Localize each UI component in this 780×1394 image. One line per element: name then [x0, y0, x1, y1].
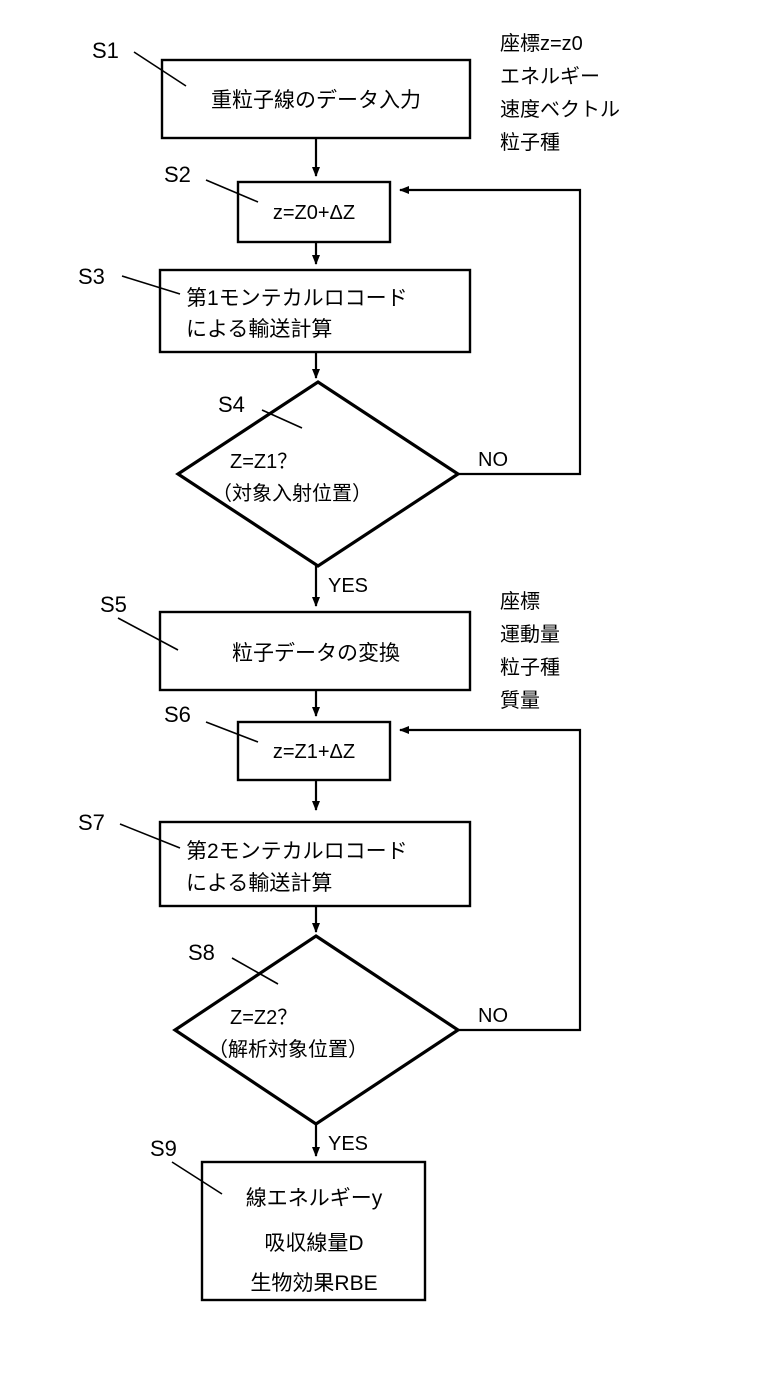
s3-text-line-1: 第1モンテカルロコード — [186, 287, 408, 310]
s3-step-label: S3 — [78, 264, 105, 289]
s6-text-line-1: z=Z1+ΔZ — [273, 741, 355, 763]
node-s2[interactable]: z=Z0+ΔZ — [236, 180, 392, 244]
s4-text-line-1: Z=Z1？ — [230, 451, 297, 473]
node-s7[interactable]: 第2モンテカルロコード による輸送計算 — [158, 820, 472, 908]
connector-s4-no-loop — [399, 186, 582, 476]
connector-s8-no-loop — [399, 726, 582, 1032]
s7-callout: S7 — [78, 810, 181, 849]
s4-no-label: NO — [478, 449, 508, 471]
s6-step-label: S6 — [164, 702, 191, 727]
s3-leader-line — [121, 275, 181, 295]
s7-text-line-2: による輸送計算 — [186, 872, 332, 895]
s4-leader-line — [261, 409, 303, 429]
s8-diamond[interactable] — [172, 934, 461, 1126]
s4-callout: S4 — [218, 392, 303, 429]
s8-callout: S8 — [188, 940, 279, 985]
input-note-line-1: 座標z=z0 — [500, 32, 583, 55]
input-note-line-4: 粒子種 — [500, 131, 560, 154]
convert-note-line-2: 運動量 — [500, 623, 560, 646]
s5-text-line-1: 粒子データの変換 — [232, 642, 400, 665]
s1-leader-line — [133, 51, 187, 87]
annotation-convert-note: 座標 運動量 粒子種 質量 — [500, 590, 560, 712]
s9-leader-line — [171, 1161, 223, 1195]
convert-note-line-4: 質量 — [500, 689, 540, 712]
s5-callout: S5 — [100, 592, 179, 651]
s6-box[interactable] — [236, 720, 392, 782]
s4-text-line-2: （対象入射位置） — [212, 482, 372, 505]
node-s8[interactable]: Z=Z2？ （解析対象位置） — [172, 934, 461, 1126]
s9-text-line-2: 吸収線量D — [264, 1232, 363, 1255]
s4-step-label: S4 — [218, 392, 245, 417]
s7-step-label: S7 — [78, 810, 105, 835]
s7-text-line-1: 第2モンテカルロコード — [186, 840, 408, 863]
s2-box[interactable] — [236, 180, 392, 244]
s9-text-line-3: 生物効果RBE — [250, 1272, 377, 1295]
node-s9[interactable]: 線エネルギーy 吸収線量D 生物効果RBE — [200, 1160, 427, 1302]
input-note-line-3: 速度ベクトル — [500, 98, 620, 121]
s6-callout: S6 — [164, 702, 259, 743]
s4-diamond[interactable] — [175, 380, 461, 568]
s8-text-line-1: Z=Z2？ — [230, 1007, 297, 1029]
convert-note-line-1: 座標 — [500, 590, 540, 613]
s8-step-label: S8 — [188, 940, 215, 965]
s3-callout: S3 — [78, 264, 181, 295]
s8-yes-label: YES — [328, 1133, 368, 1155]
s4-yes-label: YES — [328, 575, 368, 597]
node-s6[interactable]: z=Z1+ΔZ — [236, 720, 392, 782]
convert-note-line-3: 粒子種 — [500, 656, 560, 679]
s3-text-line-2: による輸送計算 — [186, 318, 332, 341]
s5-step-label: S5 — [100, 592, 127, 617]
s2-callout: S2 — [164, 162, 259, 203]
annotation-input-note: 座標z=z0 エネルギー 速度ベクトル 粒子種 — [500, 32, 620, 154]
s8-no-label: NO — [478, 1005, 508, 1027]
node-s4[interactable]: Z=Z1？ （対象入射位置） — [175, 380, 461, 568]
s9-box[interactable] — [200, 1160, 427, 1302]
node-s1[interactable]: 重粒子線のデータ入力 — [160, 58, 472, 140]
s9-callout: S9 — [150, 1136, 223, 1195]
node-s3[interactable]: 第1モンテカルロコード による輸送計算 — [158, 268, 472, 354]
s8-text-line-2: （解析対象位置） — [208, 1038, 368, 1061]
s9-text-line-1: 線エネルギーy — [246, 1187, 383, 1210]
s8-leader-line — [231, 957, 279, 985]
s2-text-line-1: z=Z0+ΔZ — [273, 202, 355, 224]
s2-leader-line — [205, 179, 259, 203]
s7-leader-line — [119, 823, 181, 849]
s9-step-label: S9 — [150, 1136, 177, 1161]
s1-step-label: S1 — [92, 38, 119, 63]
input-note-line-2: エネルギー — [500, 65, 600, 88]
s1-text-line-1: 重粒子線のデータ入力 — [211, 89, 421, 112]
s2-step-label: S2 — [164, 162, 191, 187]
s1-box[interactable] — [160, 58, 472, 140]
s5-leader-line — [117, 617, 179, 651]
s7-box[interactable] — [158, 820, 472, 908]
node-s5[interactable]: 粒子データの変換 — [158, 610, 472, 692]
s5-box[interactable] — [158, 610, 472, 692]
s6-leader-line — [205, 721, 259, 743]
s1-callout: S1 — [92, 38, 187, 87]
